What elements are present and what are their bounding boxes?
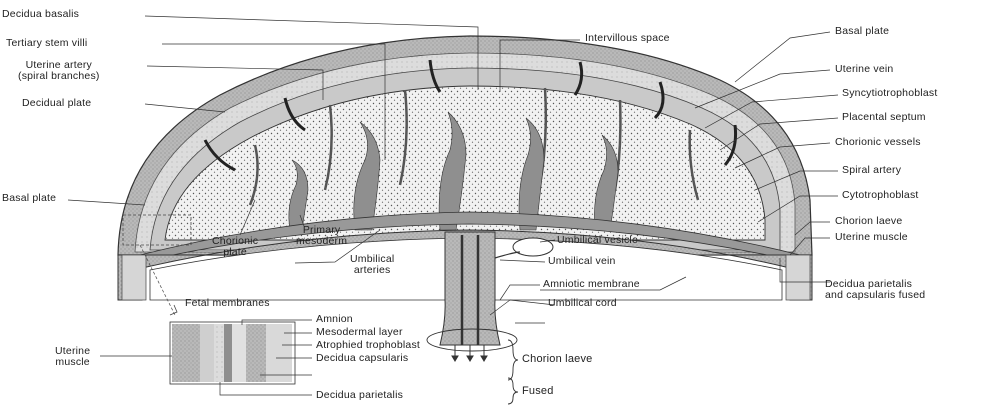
label-spiral-artery: Spiral artery [842, 165, 901, 176]
label-chorionic-vessels: Chorionic vessels [835, 137, 921, 148]
label-uterine-muscle-inset: Uterine muscle [55, 346, 90, 368]
label-decidua-fused: Decidua parietalis and capsularis fused [825, 279, 925, 301]
label-fetal-membranes: Fetal membranes [185, 298, 270, 309]
label-intervillous-space: Intervillous space [585, 33, 670, 44]
label-fused-group: Fused [522, 386, 554, 397]
label-decidua-parietalis: Decidua parietalis [316, 390, 403, 401]
label-uterine-artery: Uterine artery (spiral branches) [18, 60, 100, 82]
label-chorion-laeve-group: Chorion laeve [522, 354, 592, 365]
label-atrophied-trophoblast: Atrophied trophoblast [316, 340, 420, 351]
label-uterine-muscle-right: Uterine muscle [835, 232, 908, 243]
label-placental-septum: Placental septum [842, 112, 926, 123]
label-umbilical-arteries: Umbilical arteries [350, 254, 394, 276]
label-decidua-basalis: Decidua basalis [2, 9, 79, 20]
label-decidual-plate: Decidual plate [22, 98, 91, 109]
label-umbilical-vesicle: Umbilical vesicle [557, 235, 638, 246]
label-chorionic-plate: Chorionic plate [212, 236, 258, 258]
label-amniotic-membrane: Amniotic membrane [543, 279, 640, 290]
label-uterine-vein: Uterine vein [835, 64, 893, 75]
label-umbilical-cord: Umbilical cord [548, 298, 617, 309]
label-chorion-laeve-right: Chorion laeve [835, 216, 902, 227]
label-umbilical-vein: Umbilical vein [548, 256, 616, 267]
placenta-hemisphere [118, 36, 812, 361]
inset-braces [508, 340, 518, 404]
label-decidua-capsularis: Decidua capsularis [316, 353, 408, 364]
label-basal-plate-right: Basal plate [835, 26, 889, 37]
label-basal-plate-left: Basal plate [2, 193, 56, 204]
label-cytotrophoblast: Cytotrophoblast [842, 190, 919, 201]
label-amnion: Amnion [316, 314, 353, 325]
label-mesodermal-layer: Mesodermal layer [316, 327, 403, 338]
label-primary-mesoderm: Primary mesoderm [296, 225, 347, 247]
label-tertiary-stem-villi: Tertiary stem villi [6, 38, 87, 49]
label-syncytiotrophoblast: Syncytiotrophoblast [842, 88, 937, 99]
